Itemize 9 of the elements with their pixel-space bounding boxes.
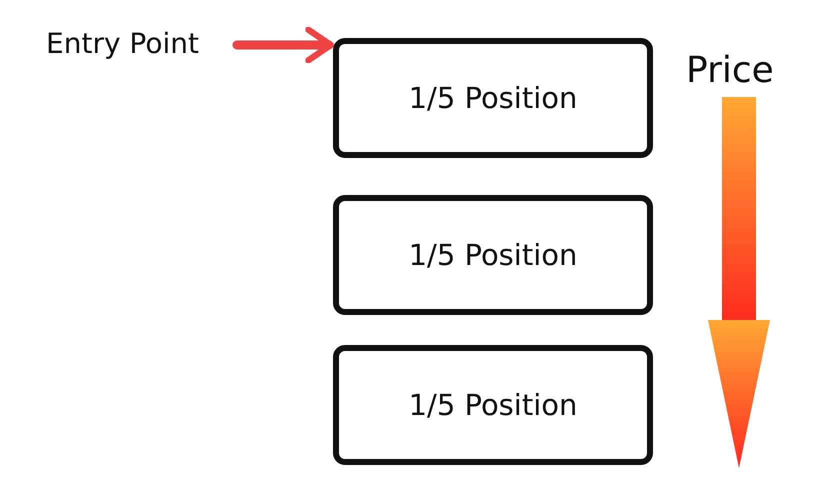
box-label: 1/5 Position (408, 388, 578, 422)
box-label: 1/5 Position (408, 238, 578, 272)
arrow (232, 26, 334, 64)
position-box (333, 195, 653, 315)
position-box (333, 345, 653, 465)
entry-point-label: Entry Point (46, 26, 199, 60)
axis-label: Price (686, 50, 774, 91)
box-label: 1/5 Position (408, 81, 578, 115)
position-box (333, 38, 653, 158)
